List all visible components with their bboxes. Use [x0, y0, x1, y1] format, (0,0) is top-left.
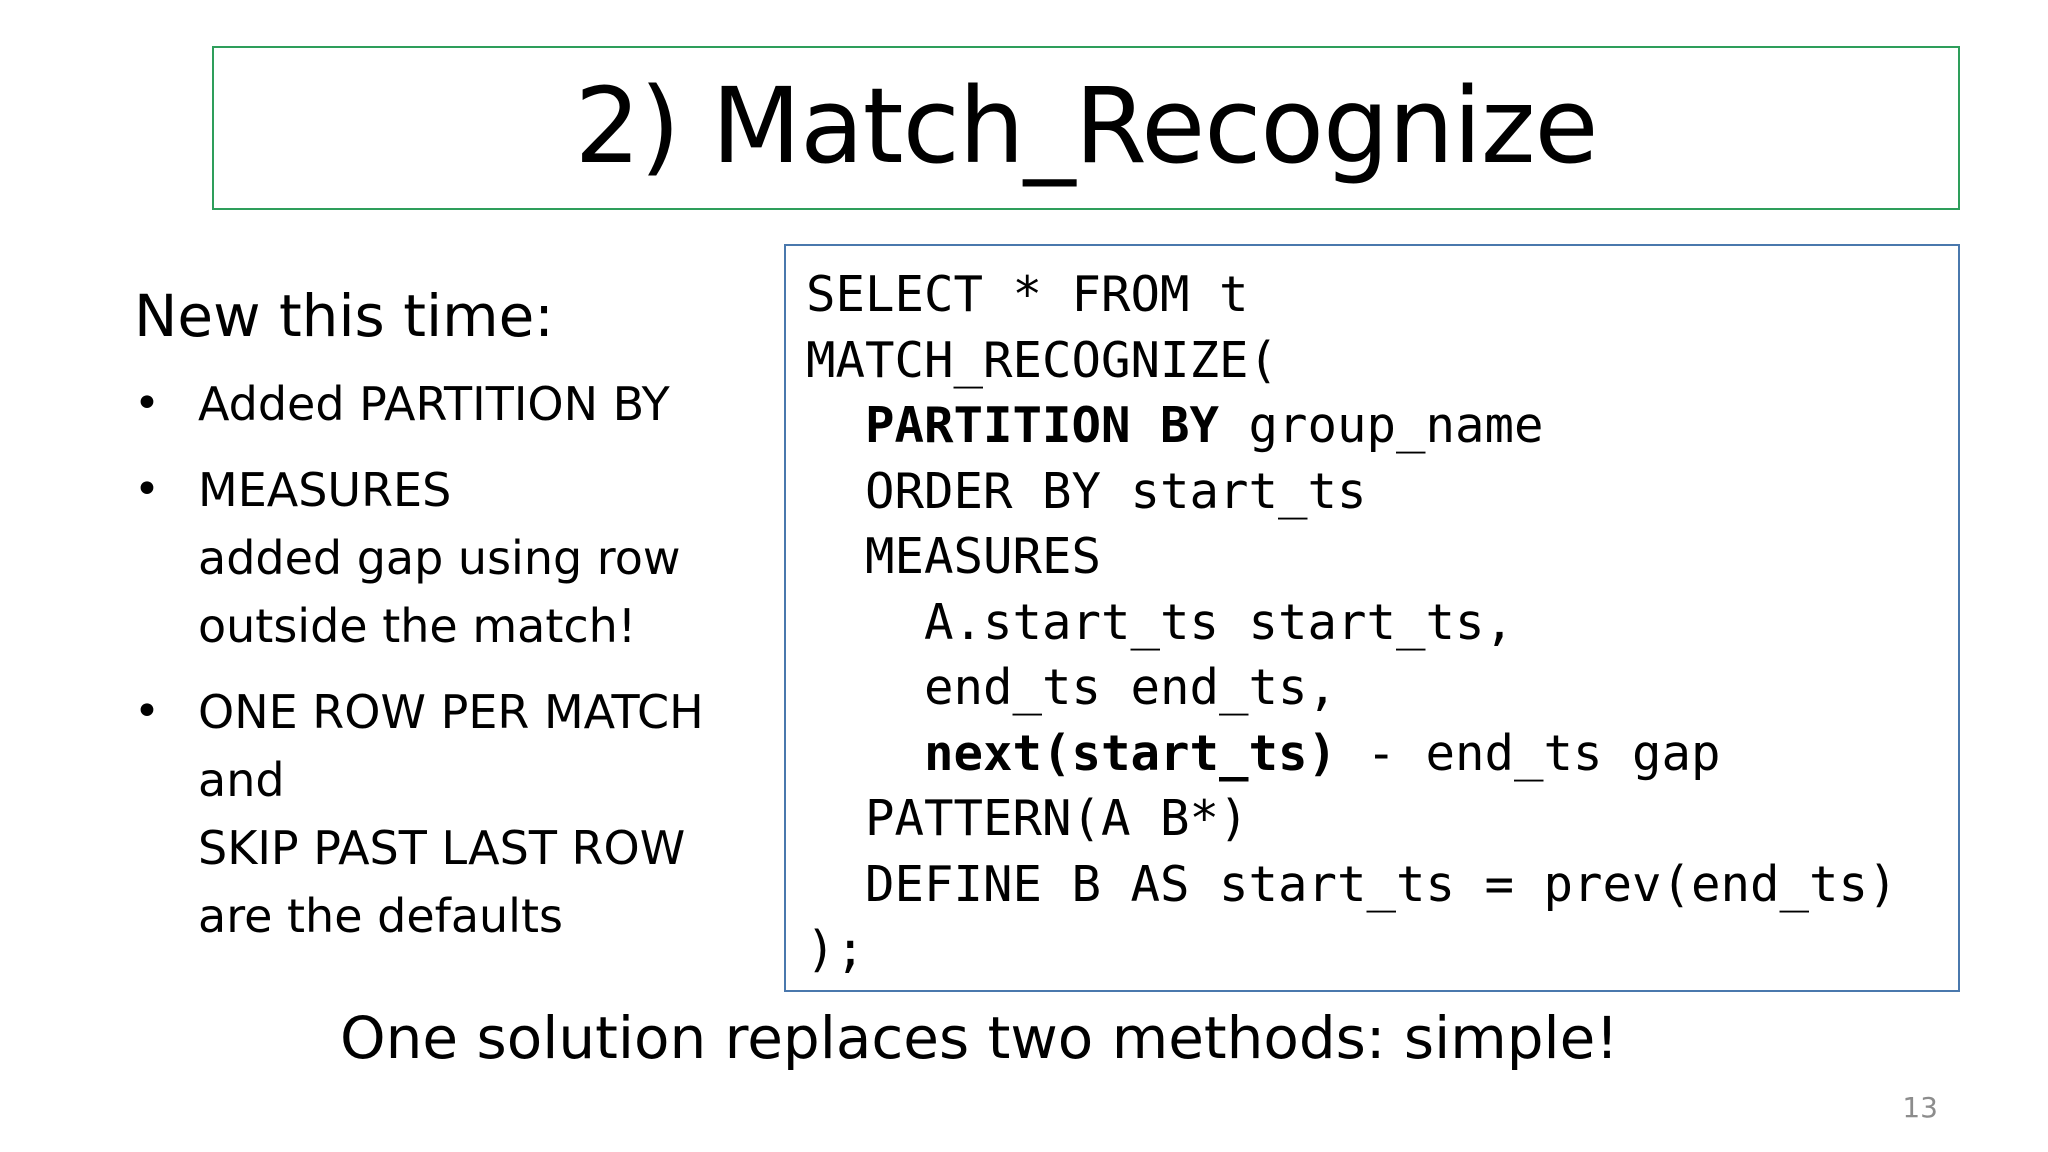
code-keyword-bold: next(start_ts) — [924, 724, 1338, 782]
bullet-line: Added PARTITION BY — [198, 377, 670, 431]
code-line: A.start_ts start_ts, — [806, 590, 1958, 656]
code-line: next(start_ts) - end_ts gap — [806, 721, 1958, 787]
code-segment: MATCH_RECOGNIZE( — [806, 331, 1279, 389]
bullet-line: are the defaults — [198, 889, 563, 943]
code-keyword-bold: PARTITION BY — [865, 397, 1220, 454]
summary-text: One solution replaces two methods: simpl… — [340, 1004, 1619, 1072]
code-segment: ); — [806, 921, 866, 978]
bullet-item: • MEASURES added gap using row outside the … — [134, 456, 754, 660]
code-segment — [806, 725, 924, 782]
code-segment: group_name — [1219, 397, 1544, 454]
code-segment: ORDER BY start_ts — [806, 462, 1367, 520]
left-heading: New this time: — [134, 282, 554, 350]
code-segment: MEASURES — [806, 528, 1102, 585]
code-line: SELECT * FROM t — [806, 262, 1958, 328]
code-line: end_ts end_ts, — [806, 655, 1958, 721]
code-segment — [806, 397, 865, 454]
code-segment: A.start_ts start_ts, — [806, 593, 1515, 651]
code-segment: - end_ts gap — [1337, 724, 1721, 782]
code-segment: DEFINE B AS start_ts = prev(end_ts) — [806, 855, 1898, 913]
slide-title: 2) Match_Recognize — [574, 65, 1599, 187]
code-line: ORDER BY start_ts — [806, 459, 1958, 525]
bullet-line: ONE ROW PER MATCH — [198, 685, 704, 739]
bullet-list: • Added PARTITION BY • MEASURES added gap us… — [134, 370, 754, 950]
code-segment: end_ts end_ts, — [806, 659, 1338, 716]
bullet-line: SKIP PAST LAST ROW — [198, 821, 686, 875]
code-block: SELECT * FROM t MATCH_RECOGNIZE( PARTITIO… — [784, 244, 1960, 992]
bullet-line: outside the match! — [198, 599, 637, 653]
title-box: 2) Match_Recognize — [212, 46, 1960, 210]
bullet-dot-icon: • — [134, 378, 160, 429]
code-line: MATCH_RECOGNIZE( — [806, 328, 1958, 394]
code-segment: SELECT * FROM t — [806, 266, 1249, 323]
code-segment: PATTERN(A B*) — [806, 790, 1249, 847]
code-line: PARTITION BY group_name — [806, 393, 1958, 459]
bullet-line: MEASURES — [198, 463, 452, 517]
code-line: MEASURES — [806, 524, 1958, 590]
left-column: New this time: • Added PARTITION BY • MEASU… — [134, 280, 754, 968]
bullet-dot-icon: • — [134, 686, 160, 737]
bullet-dot-icon: • — [134, 464, 160, 515]
bullet-line: added gap using row — [198, 531, 681, 585]
code-line: ); — [806, 917, 1958, 983]
code-line: PATTERN(A B*) — [806, 786, 1958, 852]
bullet-line: and — [198, 753, 285, 807]
bullet-item: • Added PARTITION BY — [134, 370, 754, 438]
page-number: 13 — [1902, 1091, 1938, 1124]
code-line: DEFINE B AS start_ts = prev(end_ts) — [806, 852, 1958, 918]
